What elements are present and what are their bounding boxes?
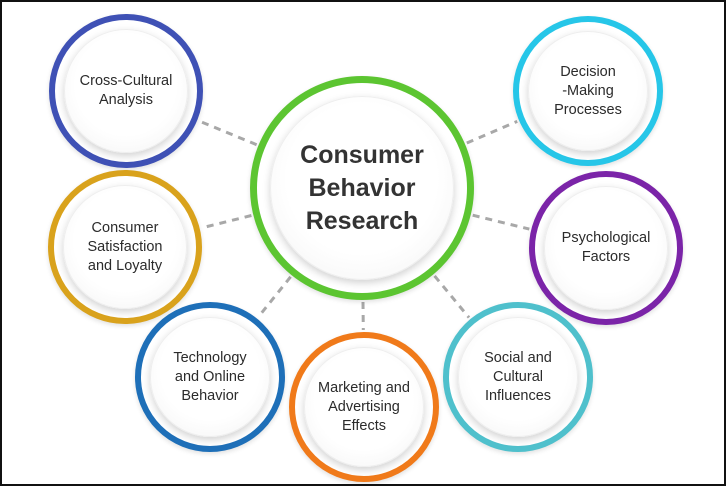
node-label: Technology and Online Behavior: [173, 349, 247, 404]
node-consumer-satisfaction-loyalty: Consumer Satisfaction and Loyalty: [48, 170, 202, 324]
center-node-inner: Consumer Behavior Research: [270, 96, 454, 280]
node-label: Consumer Satisfaction and Loyalty: [87, 219, 163, 274]
node-inner: Psychological Factors: [544, 186, 668, 310]
node-technology-online-behavior: Technology and Online Behavior: [135, 302, 285, 452]
connector-technology-online-behavior: [257, 275, 292, 318]
node-label: Decision -Making Processes: [554, 63, 622, 118]
connector-cross-cultural-analysis: [198, 119, 258, 147]
node-label: Psychological Factors: [561, 230, 651, 265]
node-inner: Technology and Online Behavior: [150, 317, 270, 437]
node-label: Social and Cultural Influences: [484, 349, 552, 404]
node-label: Marketing and Advertising Effects: [318, 379, 410, 434]
node-label: Cross-Cultural Analysis: [79, 73, 173, 108]
node-inner: Marketing and Advertising Effects: [304, 347, 424, 467]
node-inner: Social and Cultural Influences: [458, 317, 578, 437]
node-marketing-advertising-effects: Marketing and Advertising Effects: [289, 332, 439, 482]
connector-social-cultural-influences: [433, 274, 471, 319]
node-psychological-factors: Psychological Factors: [529, 171, 683, 325]
node-cross-cultural-analysis: Cross-Cultural Analysis: [49, 14, 203, 168]
node-inner: Decision -Making Processes: [528, 31, 648, 151]
connector-consumer-satisfaction-loyalty: [201, 214, 252, 230]
node-inner: Consumer Satisfaction and Loyalty: [63, 185, 187, 309]
node-social-cultural-influences: Social and Cultural Influences: [443, 302, 593, 452]
center-node-label: Consumer Behavior Research: [300, 140, 424, 235]
connector-psychological-factors: [472, 213, 530, 231]
center-node-consumer-behavior-research: Consumer Behavior Research: [250, 76, 474, 300]
node-inner: Cross-Cultural Analysis: [64, 29, 188, 153]
connector-decision-making-processes: [466, 120, 518, 145]
node-decision-making-processes: Decision -Making Processes: [513, 16, 663, 166]
